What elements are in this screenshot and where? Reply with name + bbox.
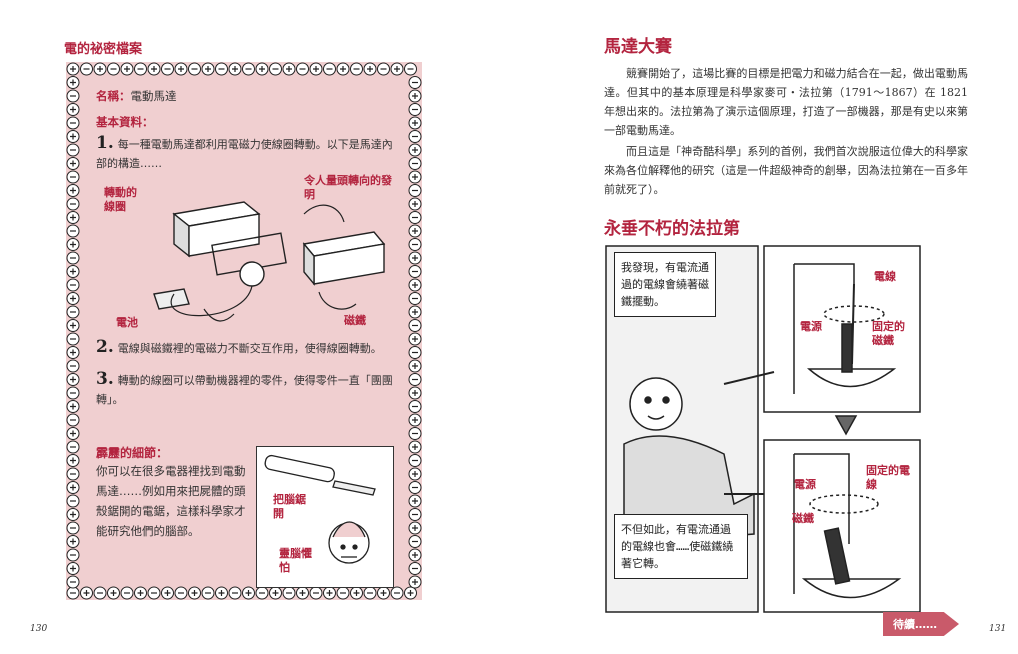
detail-text: 你可以在很多電器裡找到電動馬達……例如用來把屍體的頭殼鋸開的電鋸，這樣科學家才能… — [96, 464, 246, 538]
step-2-number: 2. — [96, 337, 114, 357]
card-content: 名稱：電動馬達 基本資料： 1.每一種電動馬達都利用電磁力使線圈轉動。以下是馬達… — [96, 88, 396, 173]
label-wire: 電線 — [874, 270, 896, 283]
step-2: 2.電線與磁鐵裡的電磁力不斷交互作用，使得線圈轉動。 — [96, 338, 396, 358]
label-fixed-wire: 固定的電線 — [866, 464, 910, 491]
paragraph-2: 而且這是「神奇酷科學」系列的首例，我們首次說服這位偉大的科學家來為各位解釋他的研… — [604, 145, 968, 196]
label-power-top: 電源 — [800, 320, 822, 333]
label-magnet: 磁鐵 — [792, 512, 814, 525]
beaded-frame — [66, 62, 422, 600]
magnet-label: 磁鐵 — [344, 314, 366, 327]
step-3: 3.轉動的線圈可以帶動機器裡的零件，使得零件一直「團團轉」。 — [96, 370, 396, 409]
step-3-text: 轉動的線圈可以帶動機器裡的零件，使得零件一直「團團轉」。 — [96, 374, 393, 406]
paragraph-1: 競賽開始了，這場比賽的目標是把電力和磁力結合在一起，做出電動馬達。但其中的基本原… — [604, 67, 968, 137]
right-page: 馬達大賽 競賽開始了，這場比賽的目標是把電力和磁力結合在一起，做出電動馬達。但其… — [509, 0, 1018, 654]
name-label: 名稱： — [96, 89, 131, 103]
heading-motor-race: 馬達大賽 — [604, 37, 672, 57]
basics-label: 基本資料： — [96, 115, 154, 129]
steps-2-3: 2.電線與磁鐵裡的電磁力不斷交互作用，使得線圈轉動。 3.轉動的線圈可以帶動機器… — [96, 338, 396, 409]
speech-bubble-2: 不但如此，有電流通過的電線也會……使磁鐵繞著它轉。 — [614, 514, 748, 579]
step-3-number: 3. — [96, 369, 114, 389]
invention-label: 令人量頭轉向的發明 — [304, 174, 392, 201]
section-title: 電的祕密檔案 — [64, 42, 143, 57]
heading-faraday: 永垂不朽的法拉第 — [604, 219, 740, 239]
motor-diagram: 轉動的線圈 令人量頭轉向的發明 電池 磁鐵 — [94, 174, 394, 334]
saw-sketch-panel: 把腦鋸開 靈腦懼怕 — [256, 446, 394, 588]
detail-title: 霹靂的細節： — [96, 446, 169, 460]
name-value: 電動馬達 — [130, 89, 177, 103]
fear-label: 靈腦懼怕 — [279, 547, 312, 574]
left-page: 電的祕密檔案 名稱：電動馬達 基本資料： 1.每一種電動馬達都利用電磁力使線圈轉… — [30, 42, 422, 634]
continue-arrow[interactable]: 待續…… — [883, 612, 959, 636]
step-1-number: 1. — [96, 133, 114, 153]
detail-section: 霹靂的細節： 你可以在很多電器裡找到電動馬達……例如用來把屍體的頭殼鋸開的電鋸，… — [96, 444, 246, 541]
name-row: 名稱：電動馬達 — [96, 88, 396, 104]
label-fixed-magnet: 固定的磁鐵 — [872, 320, 905, 347]
saw-illustration — [264, 454, 376, 564]
coil-label: 轉動的線圈 — [104, 186, 137, 213]
step-1-text: 每一種電動馬達都利用電磁力使線圈轉動。以下是馬達內部的構造…… — [96, 138, 393, 170]
step-2-text: 電線與磁鐵裡的電磁力不斷交互作用，使得線圈轉動。 — [117, 342, 382, 355]
saw-label: 把腦鋸開 — [273, 493, 306, 520]
battery-label: 電池 — [116, 316, 138, 329]
speech-bubble-1: 我發現，有電流通過的電線會繞著磁鐵擺動。 — [614, 252, 716, 317]
faraday-comic: 我發現，有電流通過的電線會繞著磁鐵擺動。 不但如此，有電流通過的電線也會……使磁… — [604, 244, 924, 616]
page-number-right: 131 — [989, 624, 1007, 634]
page-number-left: 130 — [30, 624, 48, 634]
case-file-card: 名稱：電動馬達 基本資料： 1.每一種電動馬達都利用電磁力使線圈轉動。以下是馬達… — [66, 62, 422, 600]
step-1: 1.每一種電動馬達都利用電磁力使線圈轉動。以下是馬達內部的構造…… — [96, 134, 396, 173]
label-power-bottom: 電源 — [794, 478, 816, 491]
motor-illustration — [153, 201, 386, 322]
